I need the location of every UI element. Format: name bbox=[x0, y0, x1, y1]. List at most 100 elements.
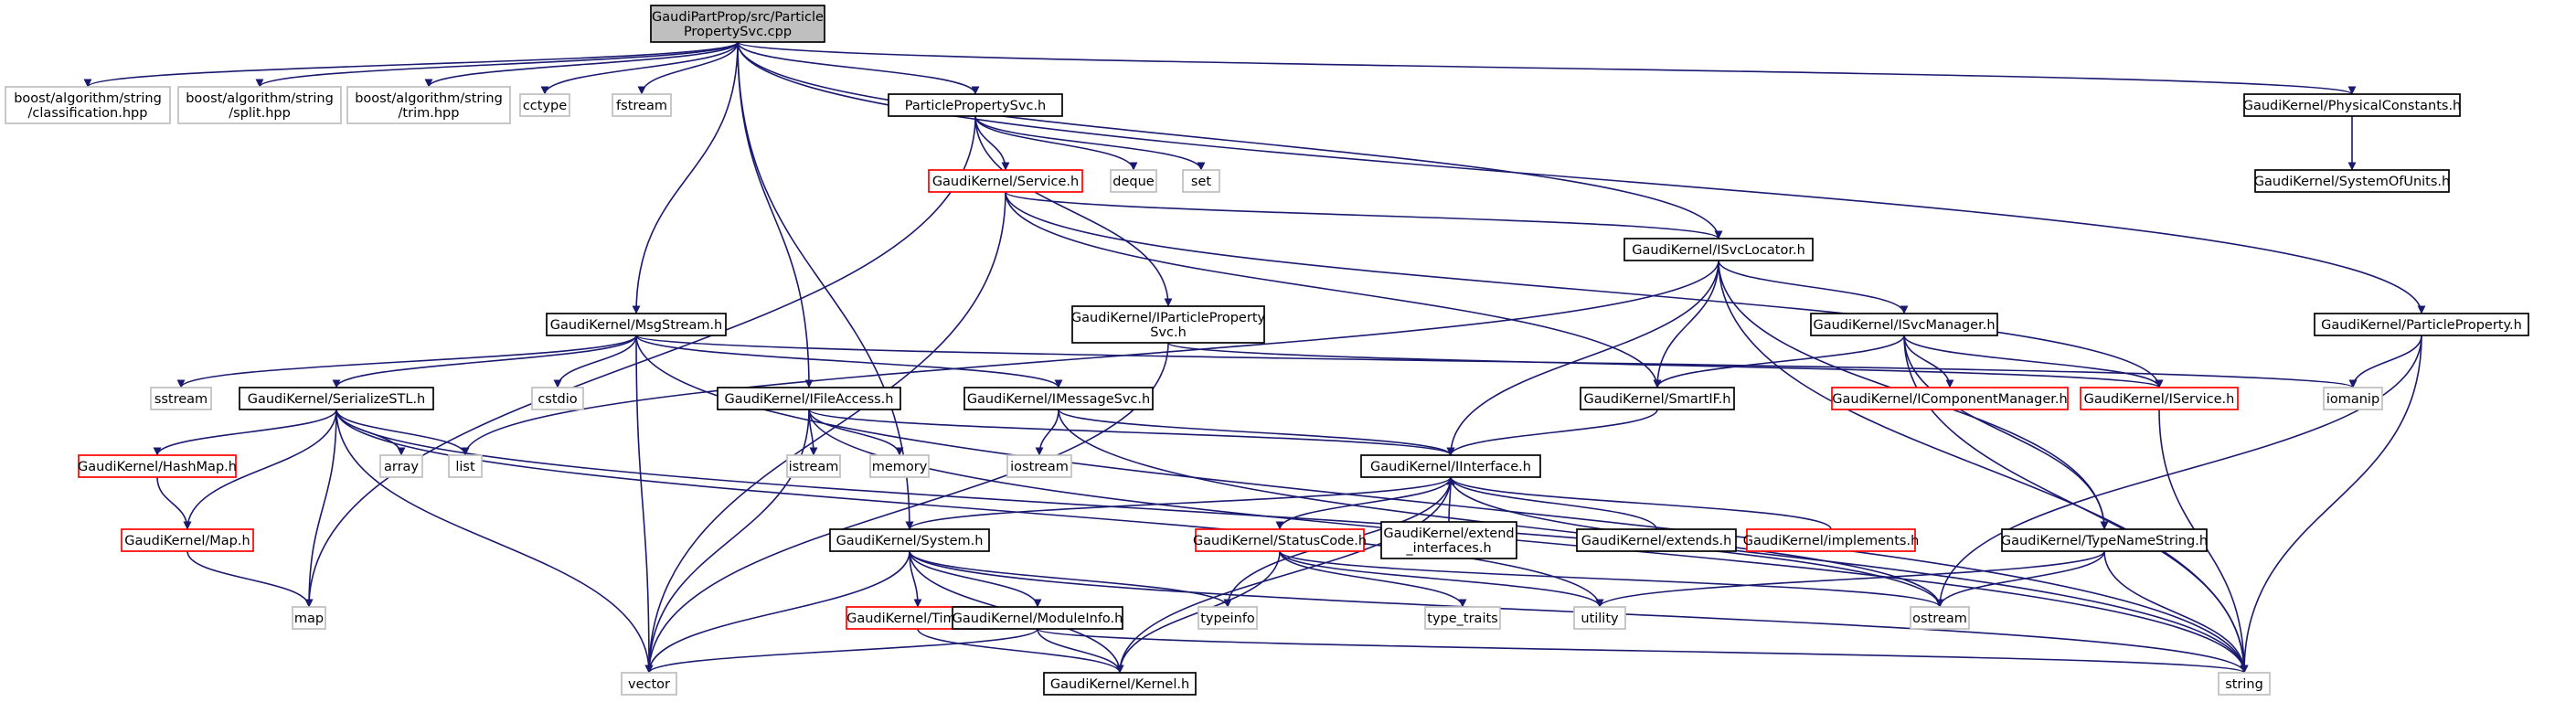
edge-statuscode-to-utility bbox=[1279, 550, 1604, 608]
node-ostream[interactable]: ostream bbox=[1910, 606, 1970, 630]
node-map[interactable]: map bbox=[292, 606, 326, 630]
node-statuscode[interactable]: GaudiKernel/StatusCode.h bbox=[1193, 528, 1367, 552]
node-box bbox=[448, 454, 483, 478]
node-box bbox=[1910, 606, 1970, 630]
node-label: PropertySvc.cpp bbox=[684, 25, 792, 39]
node-label: GaudiKernel/HashMap.h bbox=[78, 460, 237, 474]
node-label: GaudiKernel/ISvcLocator.h bbox=[1632, 243, 1805, 258]
edge-statuscode-to-typetraits bbox=[1279, 550, 1467, 608]
node-pps[interactable]: ParticlePropertySvc.h bbox=[888, 93, 1063, 117]
node-label: GaudiKernel/Service.h bbox=[932, 175, 1079, 189]
edge-ifileacc-to-memory bbox=[808, 409, 904, 456]
node-label: GaudiKernel/extends.h bbox=[1581, 534, 1732, 548]
node-typeinfo[interactable]: typeinfo bbox=[1198, 606, 1258, 630]
node-deque[interactable]: deque bbox=[1110, 169, 1157, 193]
edge-msgstream-to-cstdio bbox=[553, 335, 637, 388]
edge-isvcloc-to-isvcmgr bbox=[1718, 260, 1909, 314]
node-box bbox=[888, 93, 1063, 117]
node-label: typeinfo bbox=[1200, 612, 1255, 626]
edge-service-to-iservice bbox=[1005, 191, 2164, 388]
node-classif[interactable]: boost/algorithm/string/classification.hp… bbox=[5, 86, 171, 124]
node-box bbox=[1831, 387, 2069, 410]
node-typename[interactable]: GaudiKernel/TypeNameString.h bbox=[2001, 528, 2208, 552]
node-label: /classification.hpp bbox=[28, 106, 148, 121]
node-set[interactable]: set bbox=[1182, 169, 1220, 193]
node-cctype[interactable]: cctype bbox=[519, 93, 570, 117]
node-iomanip[interactable]: iomanip bbox=[2323, 387, 2383, 410]
edge-service-to-isvcloc bbox=[1005, 191, 1723, 239]
edge-root-to-pps bbox=[737, 41, 980, 95]
edge-pps-to-set bbox=[974, 115, 1206, 171]
edge-root-to-physconst bbox=[737, 41, 2356, 95]
node-array[interactable]: array bbox=[379, 454, 423, 478]
node-service[interactable]: GaudiKernel/Service.h bbox=[928, 169, 1083, 193]
node-kernel[interactable]: GaudiKernel/Kernel.h bbox=[1043, 672, 1197, 696]
node-box bbox=[1110, 169, 1157, 193]
node-iinterface[interactable]: GaudiKernel/IInterface.h bbox=[1360, 454, 1541, 478]
edge-pps-to-deque bbox=[974, 115, 1138, 171]
node-label: GaudiKernel/implements.h bbox=[1743, 534, 1920, 548]
node-map_h[interactable]: GaudiKernel/Map.h bbox=[121, 528, 254, 552]
node-trim[interactable]: boost/algorithm/string/trim.hpp bbox=[346, 86, 511, 124]
node-hashmap[interactable]: GaudiKernel/HashMap.h bbox=[78, 454, 237, 478]
node-string[interactable]: string bbox=[2218, 672, 2271, 696]
node-label: GaudiKernel/TypeNameString.h bbox=[2001, 534, 2208, 548]
node-fstream[interactable]: fstream bbox=[612, 93, 672, 117]
edge-serstl-to-vector bbox=[335, 409, 654, 674]
node-icompmgr[interactable]: GaudiKernel/IComponentManager.h bbox=[1831, 387, 2069, 410]
node-box bbox=[379, 454, 423, 478]
edge-system-to-timing bbox=[909, 550, 922, 608]
node-physconst[interactable]: GaudiKernel/PhysicalConstants.h bbox=[2243, 93, 2462, 117]
node-typetraits[interactable]: type_traits bbox=[1424, 606, 1501, 630]
edge-typename-to-string bbox=[2103, 550, 2249, 674]
node-sstream[interactable]: sstream bbox=[150, 387, 212, 410]
node-split[interactable]: boost/algorithm/string/split.hpp bbox=[177, 86, 342, 124]
node-extendif[interactable]: GaudiKernel/extend_interfaces.h bbox=[1380, 521, 1517, 559]
node-partprop[interactable]: GaudiKernel/ParticleProperty.h bbox=[2314, 313, 2529, 336]
edge-imsgsvc-to-iinterface bbox=[1058, 409, 1455, 456]
node-label: fstream bbox=[616, 99, 667, 113]
node-vector[interactable]: vector bbox=[621, 672, 677, 696]
node-cstdio[interactable]: cstdio bbox=[531, 387, 584, 410]
node-utility[interactable]: utility bbox=[1573, 606, 1626, 630]
node-iostream[interactable]: iostream bbox=[1006, 454, 1072, 478]
node-smartif[interactable]: GaudiKernel/SmartIF.h bbox=[1580, 387, 1735, 410]
edge-msgstream-to-vector bbox=[635, 335, 654, 674]
edge-ifileacc-to-iinterface bbox=[808, 409, 1455, 456]
node-system[interactable]: GaudiKernel/System.h bbox=[829, 528, 990, 552]
node-box bbox=[952, 606, 1123, 630]
node-box bbox=[786, 454, 841, 478]
node-serstl[interactable]: GaudiKernel/SerializeSTL.h bbox=[239, 387, 434, 410]
node-implements[interactable]: GaudiKernel/implements.h bbox=[1743, 528, 1920, 552]
node-sysunits[interactable]: GaudiKernel/SystemOfUnits.h bbox=[2254, 169, 2450, 193]
node-isvcloc[interactable]: GaudiKernel/ISvcLocator.h bbox=[1623, 238, 1814, 261]
node-isvcmgr[interactable]: GaudiKernel/ISvcManager.h bbox=[1810, 313, 1998, 336]
node-extends[interactable]: GaudiKernel/extends.h bbox=[1576, 528, 1737, 552]
node-box bbox=[650, 5, 825, 43]
node-list[interactable]: list bbox=[448, 454, 483, 478]
node-moduleinfo[interactable]: GaudiKernel/ModuleInfo.h bbox=[952, 606, 1123, 630]
node-box bbox=[1043, 672, 1197, 696]
node-label: GaudiKernel/SmartIF.h bbox=[1584, 392, 1731, 407]
node-imsgsvc[interactable]: GaudiKernel/IMessageSvc.h bbox=[963, 387, 1154, 410]
node-ifileacc[interactable]: GaudiKernel/IFileAccess.h bbox=[717, 387, 901, 410]
node-box bbox=[1576, 528, 1737, 552]
node-istream[interactable]: istream bbox=[786, 454, 841, 478]
node-label: GaudiKernel/PhysicalConstants.h bbox=[2243, 99, 2462, 113]
node-memory[interactable]: memory bbox=[869, 454, 930, 478]
node-box bbox=[1746, 528, 1916, 552]
node-iservice[interactable]: GaudiKernel/IService.h bbox=[2080, 387, 2239, 410]
node-msgstream[interactable]: GaudiKernel/MsgStream.h bbox=[546, 313, 727, 336]
node-box bbox=[1424, 606, 1501, 630]
node-root[interactable]: GaudiPartProp/src/ParticlePropertySvc.cp… bbox=[650, 5, 825, 43]
node-label: vector bbox=[628, 677, 670, 692]
node-label: sstream bbox=[154, 392, 208, 407]
edge-root-to-fstream bbox=[637, 41, 739, 95]
edge-map_h-to-map bbox=[186, 550, 314, 608]
edge-iinterface-to-statuscode bbox=[1275, 476, 1452, 530]
edge-iinterface-to-kernel bbox=[1115, 476, 1452, 674]
edge-partprop-to-iomanip bbox=[2348, 335, 2422, 388]
edge-serstl-to-list bbox=[335, 409, 470, 456]
edge-pps-to-ipps bbox=[974, 115, 1173, 307]
